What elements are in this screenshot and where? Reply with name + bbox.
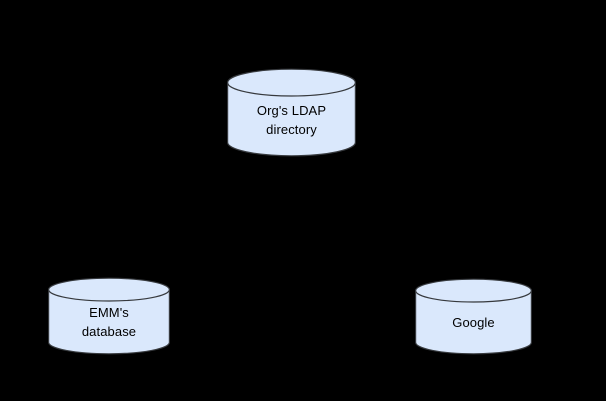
cylinder-top-rim — [415, 290, 532, 303]
cylinder-top-rim — [48, 289, 170, 302]
emm-database-cylinder[interactable]: EMM's database — [48, 277, 170, 355]
cylinder-shape — [227, 68, 356, 157]
ldap-directory-cylinder[interactable]: Org's LDAP directory — [227, 68, 356, 157]
cylinder-shape — [415, 278, 532, 355]
cylinder-body — [415, 278, 532, 355]
cylinder-top-rim — [227, 82, 356, 97]
cylinder-shape — [48, 277, 170, 355]
cylinder-body — [227, 68, 356, 157]
cylinder-body — [48, 277, 170, 355]
google-cylinder[interactable]: Google — [415, 278, 532, 355]
